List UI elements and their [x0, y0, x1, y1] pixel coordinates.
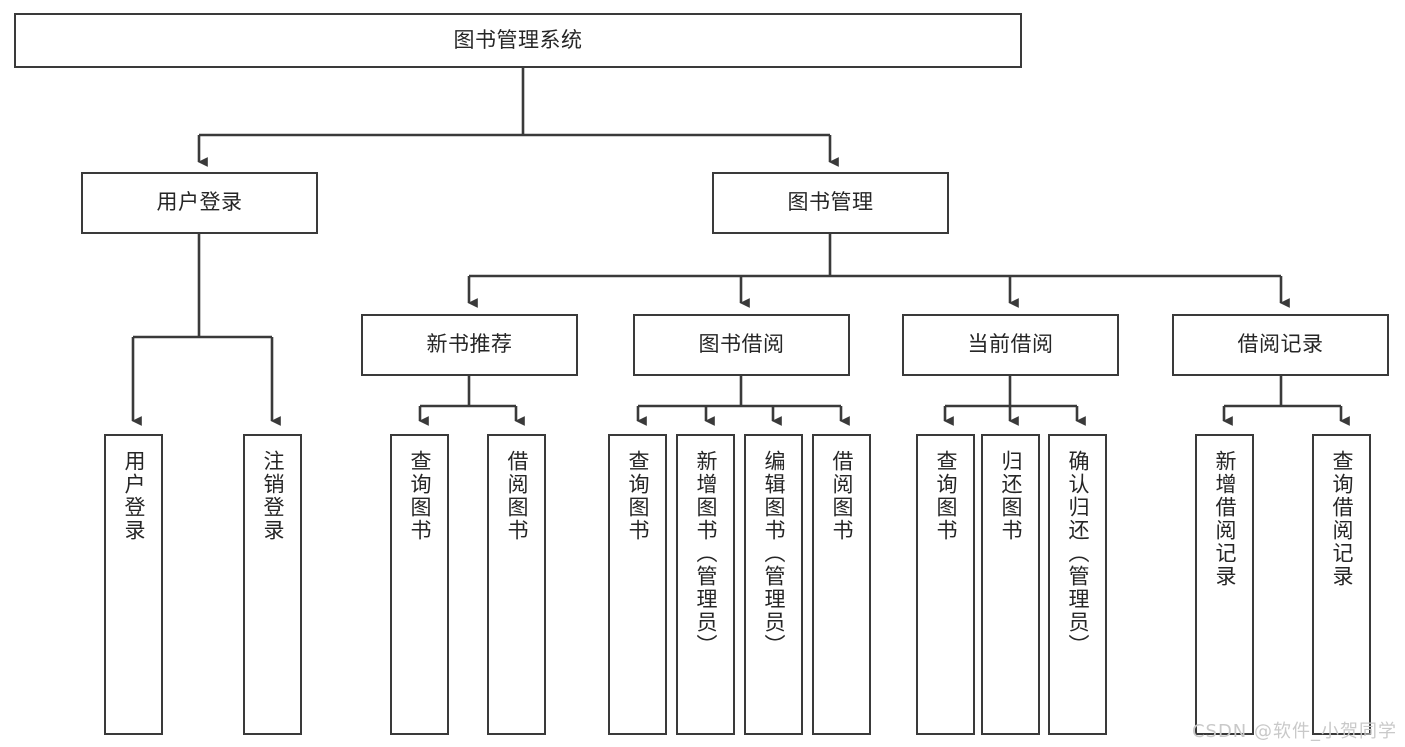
node-label: 查询图书 [408, 450, 432, 542]
leaf-borrow-query-book[interactable]: 查询图书 [608, 434, 667, 735]
node-label: 新增借阅记录 [1213, 450, 1237, 588]
node-label: 图书借阅 [698, 332, 785, 357]
leaf-borrow-edit-book-admin[interactable]: 编辑图书（管理员） [744, 434, 803, 735]
node-label: 用户登录 [156, 190, 243, 215]
node-book-management[interactable]: 图书管理 [712, 172, 949, 234]
leaf-new-books-query[interactable]: 查询图书 [390, 434, 449, 735]
node-label: 新增图书（管理员） [694, 450, 718, 657]
leaf-borrow-borrow-book[interactable]: 借阅图书 [812, 434, 871, 735]
leaf-current-confirm-return-admin[interactable]: 确认归还（管理员） [1048, 434, 1107, 735]
node-label: 借阅图书 [505, 450, 529, 542]
node-label: 图书管理 [787, 190, 874, 215]
node-user-login[interactable]: 用户登录 [81, 172, 318, 234]
node-root-system[interactable]: 图书管理系统 [14, 13, 1022, 68]
node-label: 借阅图书 [830, 450, 854, 542]
leaf-new-books-borrow[interactable]: 借阅图书 [487, 434, 546, 735]
node-label: 归还图书 [999, 450, 1023, 542]
node-borrow-records[interactable]: 借阅记录 [1172, 314, 1389, 376]
watermark-text: CSDN @软件_小贺同学 [1191, 721, 1397, 742]
node-label: 借阅记录 [1237, 332, 1324, 357]
leaf-current-return-book[interactable]: 归还图书 [981, 434, 1040, 735]
node-label: 确认归还（管理员） [1066, 450, 1090, 657]
leaf-records-add-record[interactable]: 新增借阅记录 [1195, 434, 1254, 735]
leaf-user-login-signout[interactable]: 注销登录 [243, 434, 302, 735]
node-label: 注销登录 [261, 450, 285, 542]
leaf-current-query-book[interactable]: 查询图书 [916, 434, 975, 735]
node-label: 查询借阅记录 [1330, 450, 1354, 588]
node-label: 图书管理系统 [453, 27, 583, 52]
node-label: 查询图书 [934, 450, 958, 542]
node-current-borrow[interactable]: 当前借阅 [902, 314, 1119, 376]
node-new-book-recommend[interactable]: 新书推荐 [361, 314, 578, 376]
leaf-borrow-add-book-admin[interactable]: 新增图书（管理员） [676, 434, 735, 735]
node-label: 查询图书 [626, 450, 650, 542]
node-book-borrow[interactable]: 图书借阅 [633, 314, 850, 376]
node-label: 用户登录 [122, 450, 146, 542]
node-label: 新书推荐 [426, 332, 513, 357]
node-label: 编辑图书（管理员） [762, 450, 786, 657]
leaf-records-query-record[interactable]: 查询借阅记录 [1312, 434, 1371, 735]
node-label: 当前借阅 [967, 332, 1054, 357]
leaf-user-login-signin[interactable]: 用户登录 [104, 434, 163, 735]
